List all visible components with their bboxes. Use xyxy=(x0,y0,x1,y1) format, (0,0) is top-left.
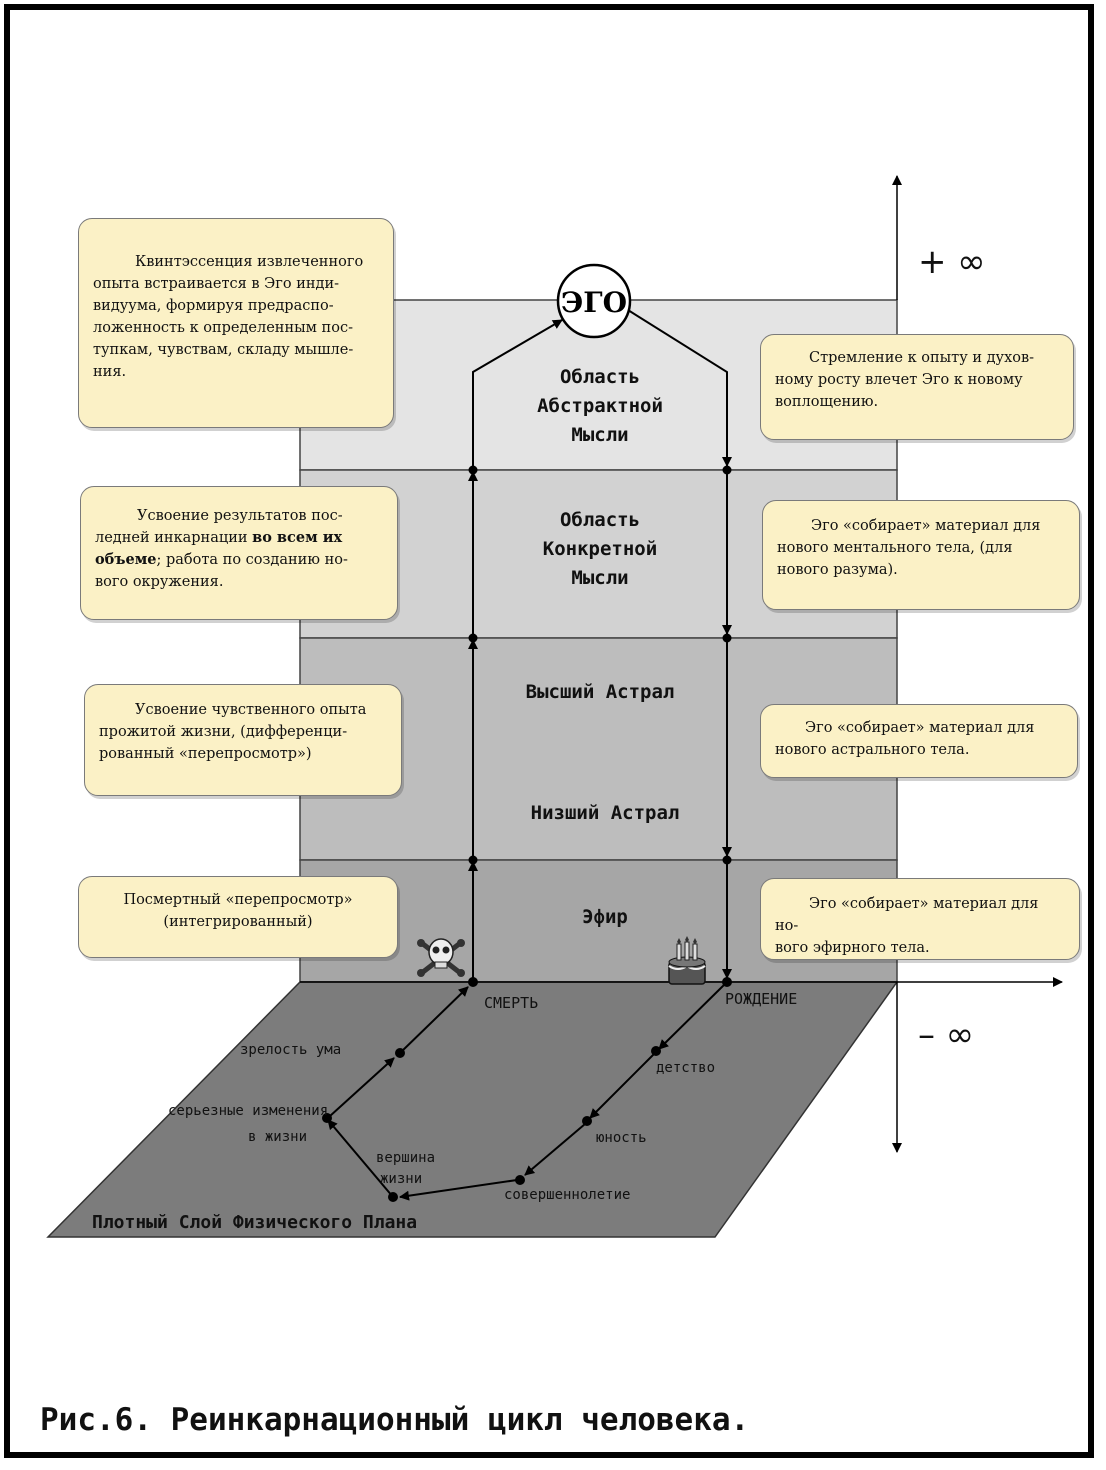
note-line: вого окружения. xyxy=(95,574,224,590)
life-cycle-nodes xyxy=(322,1046,661,1202)
ascent-path xyxy=(468,319,563,982)
note-line: ложенность к определенным пос- xyxy=(93,320,353,336)
note-line: Квинтэссенция извлеченного xyxy=(135,254,364,270)
note-text: ледней инкарнации xyxy=(95,530,253,546)
note-line: Усвоение чувственного опыта xyxy=(135,702,367,718)
life-cycle-path xyxy=(327,981,728,1201)
note-line: прожитой жизни, (дифференци- xyxy=(99,724,348,740)
note-line: нового ментального тела, (для xyxy=(777,540,1013,556)
note-line: тупкам, чувствам, складу мышле- xyxy=(93,342,354,358)
stage-changes-label-1: серьезные изменения xyxy=(168,1103,328,1119)
skull-icon xyxy=(417,938,465,977)
ego-circle xyxy=(556,263,632,339)
descent-path xyxy=(627,309,732,979)
note-emotional-review: Усвоение чувственного опыта прожитой жиз… xyxy=(84,684,402,796)
note-mental-body: Эго «собирает» материал для нового мента… xyxy=(762,500,1080,610)
stage-changes-label-2: в жизни xyxy=(248,1129,307,1145)
physical-plane-label: Плотный Слой Физического Плана xyxy=(92,1212,417,1233)
zone-ether-label: Эфир xyxy=(582,906,628,928)
note-line: вого эфирного тела. xyxy=(775,940,930,956)
note-incarnation-results: Усвоение результатов пос- ледней инкарна… xyxy=(80,486,398,620)
note-bold-text: объеме xyxy=(95,551,157,568)
note-line: рованный «перепросмотр») xyxy=(99,746,312,762)
zone-lower-astral-label: Низший Астрал xyxy=(531,802,680,824)
stage-peak-label-1: вершина xyxy=(376,1150,435,1166)
minus-infinity-label: – ∞ xyxy=(918,1015,974,1055)
zone-abstract-label-1: Область xyxy=(560,366,640,388)
stage-adulthood-label: совершеннолетие xyxy=(504,1187,630,1203)
ego-label: ЭГО xyxy=(561,286,627,319)
note-line: Эго «собирает» материал для xyxy=(805,720,1035,736)
zone-higher-astral-label: Высший Астрал xyxy=(526,681,675,703)
note-line: Стремление к опыту и духов- xyxy=(809,350,1035,366)
note-line: ния. xyxy=(93,364,127,380)
zone-concrete-label-1: Область xyxy=(560,509,640,531)
figure-caption: Рис.6. Реинкарнационный цикл человека. xyxy=(40,1402,750,1438)
zone-abstract-label-2: Абстрактной xyxy=(537,395,663,417)
zone-concrete-label-3: Мысли xyxy=(571,567,628,589)
note-line: Усвоение результатов пос- xyxy=(137,508,343,524)
birth-label: РОЖДЕНИЕ xyxy=(725,990,797,1008)
note-line: нового разума). xyxy=(777,562,898,578)
note-line: Эго «собирает» материал для но- xyxy=(775,896,1039,934)
stage-youth-label: юность xyxy=(596,1130,647,1146)
note-line: Посмертный «перепросмотр» xyxy=(123,892,353,908)
note-new-incarnation: Стремление к опыту и духов- ному росту в… xyxy=(760,334,1074,440)
figure-frame xyxy=(4,4,1094,1458)
note-line: ледней инкарнации во всем их xyxy=(95,527,383,549)
zone-abstract-label-3: Мысли xyxy=(571,424,628,446)
stage-peak-label-2: жизни xyxy=(380,1171,422,1187)
note-line: (интегрированный) xyxy=(163,914,313,930)
note-etheric-body: Эго «собирает» материал для но- вого эфи… xyxy=(760,878,1080,960)
death-label: СМЕРТЬ xyxy=(484,994,538,1012)
note-line: объеме; работа по созданию но- xyxy=(95,549,383,571)
birthday-cake-icon xyxy=(668,936,706,985)
note-ego-integration: Квинтэссенция извлеченного опыта встраив… xyxy=(78,218,394,428)
note-text: ; работа по созданию но- xyxy=(156,552,348,568)
stage-childhood-label: детство xyxy=(656,1060,715,1076)
note-astral-body: Эго «собирает» материал для нового астра… xyxy=(760,704,1078,778)
stage-maturity-label: зрелость ума xyxy=(240,1042,341,1058)
note-line: видуума, формируя предраспо- xyxy=(93,298,334,314)
plus-infinity-label: + ∞ xyxy=(918,242,986,282)
note-line: воплощению. xyxy=(775,394,879,410)
note-line: нового астрального тела. xyxy=(775,742,970,758)
zone-concrete-label-2: Конкретной xyxy=(543,538,657,560)
note-line: опыта встраивается в Эго инди- xyxy=(93,276,340,292)
note-line: Эго «собирает» материал для xyxy=(811,518,1041,534)
note-line: ному росту влечет Эго к новому xyxy=(775,372,1023,388)
note-bold-text: во всем их xyxy=(252,529,343,546)
note-postmortem-review: Посмертный «перепросмотр» (интегрированн… xyxy=(78,876,398,958)
